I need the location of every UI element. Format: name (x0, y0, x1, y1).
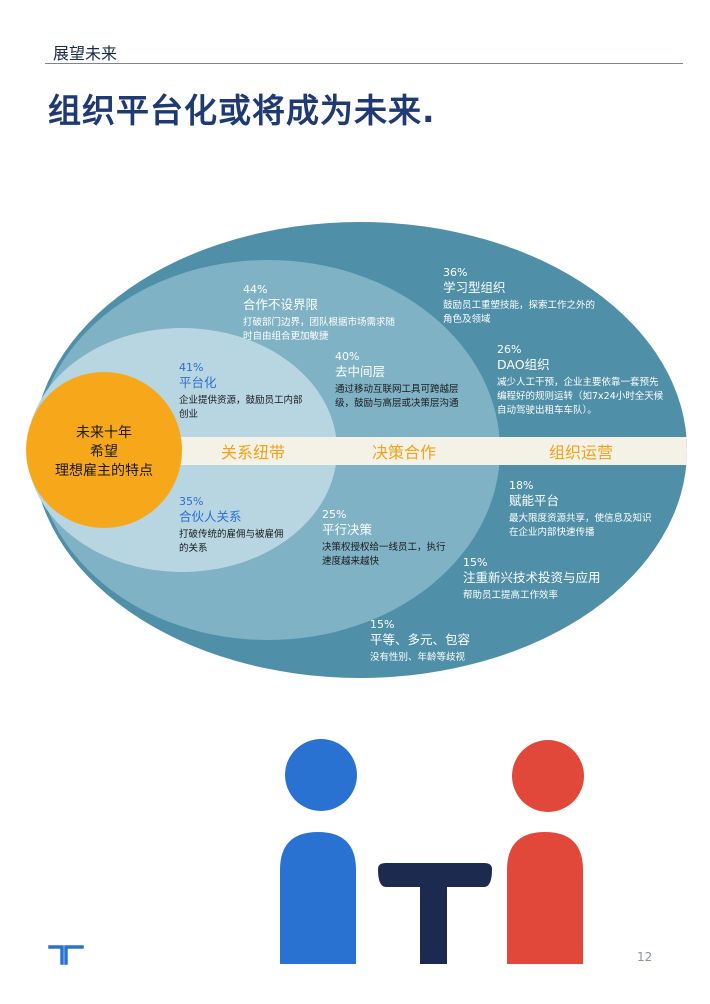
item-pct: 44% (243, 283, 267, 296)
item-desc: 通过移动互联网工具可跨越层 (335, 383, 459, 395)
item-desc: 级，鼓励与高层或决策层沟通 (335, 397, 459, 409)
item-pct: 41% (179, 361, 203, 374)
item-title: 平台化 (179, 375, 217, 390)
item-title: 去中间层 (335, 364, 385, 379)
center-line-1: 未来十年 (76, 425, 132, 441)
item-desc: 速度越来越快 (322, 555, 380, 567)
red-person-head (512, 740, 584, 812)
item-title: 学习型组织 (443, 280, 506, 295)
item-desc: 在企业内部快速传播 (509, 526, 595, 538)
platform-diagram: 未来十年 希望 理想雇主的特点 关系纽带 决策合作 组织运营 44% 合作不设界… (26, 222, 687, 678)
item-26-dao: 26% DAO组织 减少人工干预，企业主要依靠一套预先 编程好的规则运转（如7x… (497, 343, 664, 416)
item-desc: 打破部门边界，团队根据市场需求随 (243, 316, 396, 328)
blue-person-head (285, 739, 357, 811)
center-circle (26, 372, 182, 528)
item-18-empower-platform: 18% 赋能平台 最大限度资源共享，使信息及知识 在企业内部快速传播 (509, 479, 652, 538)
item-pct: 25% (322, 508, 346, 521)
header-divider (45, 63, 683, 64)
item-36-learning-org: 36% 学习型组织 鼓励员工重塑技能，探索工作之外的 角色及领域 (443, 266, 595, 325)
item-desc: 打破传统的雇佣与被雇佣 (179, 528, 284, 540)
item-title: 平等、多元、包容 (370, 632, 470, 647)
item-desc: 自动驾驶出租车车队）。 (497, 404, 597, 416)
item-44-collaboration: 44% 合作不设界限 打破部门边界，团队根据市场需求随 时自由组合更加敏捷 (243, 283, 396, 342)
band-label-2: 决策合作 (372, 443, 436, 462)
item-15-equality: 15% 平等、多元、包容 没有性别、年龄等歧视 (370, 618, 470, 663)
page-number: 12 (637, 950, 653, 964)
item-pct: 18% (509, 479, 533, 492)
item-desc: 企业提供资源，鼓励员工内部 (179, 394, 303, 406)
item-pct: 40% (335, 350, 359, 363)
item-desc: 减少人工干预，企业主要依靠一套预先 (497, 376, 659, 388)
item-pct: 15% (370, 618, 394, 631)
item-40-delayering: 40% 去中间层 通过移动互联网工具可跨越层 级，鼓励与高层或决策层沟通 (335, 350, 459, 409)
item-desc: 的关系 (179, 542, 208, 554)
item-pct: 15% (463, 556, 487, 569)
table (378, 863, 492, 964)
brand-logo (48, 945, 84, 965)
section-label: 展望未来 (53, 44, 118, 63)
page-title: 组织平台化或将成为未来. (48, 91, 436, 130)
item-title: 赋能平台 (509, 493, 559, 508)
item-desc: 没有性别、年龄等歧视 (370, 651, 466, 663)
blue-person-body (280, 832, 356, 964)
item-pct: 35% (179, 495, 203, 508)
item-desc: 编程好的规则运转（如7x24小时全天候 (497, 390, 664, 402)
item-35-partnership: 35% 合伙人关系 打破传统的雇佣与被雇佣 的关系 (179, 495, 284, 554)
item-desc: 帮助员工提高工作效率 (463, 589, 559, 601)
item-title: 合作不设界限 (243, 297, 319, 312)
item-15-tech-investment: 15% 注重新兴技术投资与应用 帮助员工提高工作效率 (463, 556, 601, 601)
center-line-2: 希望 (90, 444, 118, 460)
item-title: 平行决策 (322, 522, 373, 537)
item-pct: 36% (443, 266, 467, 279)
item-title: 注重新兴技术投资与应用 (463, 570, 601, 585)
item-desc: 鼓励员工重塑技能，探索工作之外的 (443, 299, 595, 311)
red-person-body (507, 832, 583, 964)
item-pct: 26% (497, 343, 521, 356)
band-label-3: 组织运营 (549, 443, 613, 462)
item-25-parallel-decision: 25% 平行决策 决策权授权给一线员工，执行 速度越来越快 (322, 508, 446, 567)
item-desc: 创业 (179, 408, 198, 420)
item-title: DAO组织 (497, 357, 550, 372)
band-label-1: 关系纽带 (221, 443, 285, 462)
center-line-3: 理想雇主的特点 (55, 462, 153, 479)
item-desc: 决策权授权给一线员工，执行 (322, 541, 446, 553)
item-41-platform: 41% 平台化 企业提供资源，鼓励员工内部 创业 (179, 361, 303, 420)
item-title: 合伙人关系 (179, 509, 242, 524)
item-desc: 最大限度资源共享，使信息及知识 (509, 512, 652, 524)
item-desc: 时自由组合更加敏捷 (243, 330, 329, 342)
item-desc: 角色及领域 (443, 313, 491, 325)
